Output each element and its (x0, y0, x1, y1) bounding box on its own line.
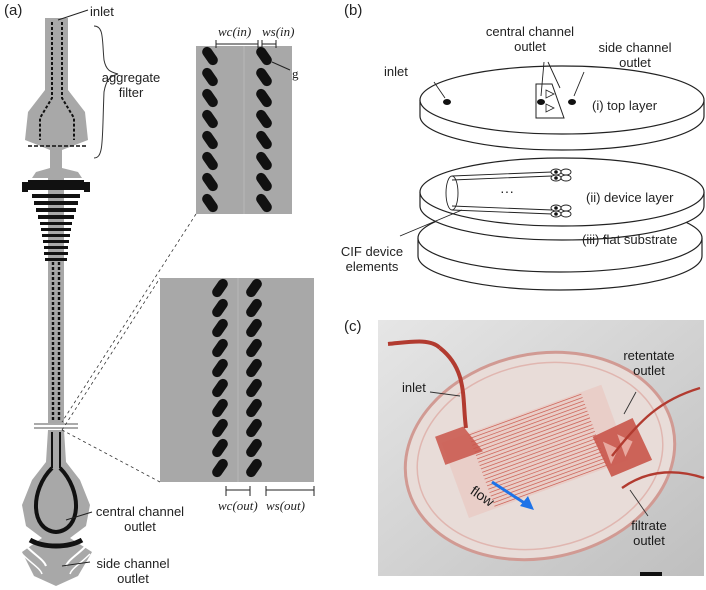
post (256, 109, 272, 129)
channel-line (481, 430, 596, 473)
central-channel-outlet-label: central channel outlet (95, 504, 185, 534)
c-inlet-label: inlet (402, 380, 426, 395)
post (202, 67, 218, 87)
panel-c-tag: (c) (344, 318, 362, 335)
post (246, 338, 262, 358)
retentate-outlet-label: retentate outlet (623, 348, 675, 378)
dots-label: ··· (500, 183, 514, 199)
post (246, 378, 262, 398)
channel-line (485, 441, 599, 483)
post (246, 458, 262, 478)
channel-line (468, 393, 582, 436)
post (202, 151, 218, 171)
panel-b-tag: (b) (344, 2, 363, 19)
post (212, 458, 228, 478)
channel-line (488, 447, 602, 490)
post (246, 358, 262, 378)
channel-line (472, 403, 586, 446)
post (256, 46, 272, 66)
channel-line (486, 444, 600, 487)
post (202, 172, 218, 192)
post (256, 88, 272, 108)
post (212, 298, 228, 318)
channel-line (474, 410, 588, 453)
device-top (25, 18, 88, 178)
post (212, 378, 228, 398)
aggregate-filter-label: aggregate filter (101, 70, 161, 100)
channel-line (477, 417, 591, 460)
post (246, 298, 262, 318)
post (256, 67, 272, 87)
device-outlet (21, 430, 92, 586)
b-side-outlet-label: side channel outlet (598, 40, 672, 70)
post (212, 438, 228, 458)
side-channel-outlet-label: side channel outlet (96, 556, 170, 586)
post (212, 338, 228, 358)
post (202, 109, 218, 129)
channel-line (469, 397, 583, 439)
post (212, 398, 228, 418)
post (202, 88, 218, 108)
top-layer-label: (i) top layer (592, 98, 658, 113)
post (256, 172, 272, 192)
channel-line (490, 454, 604, 497)
inlet-label: inlet (90, 4, 114, 19)
post (246, 438, 262, 458)
channel-line (470, 400, 584, 443)
post (246, 398, 262, 418)
wc-out-label: wc(out) (218, 498, 258, 513)
post (202, 130, 218, 150)
post (256, 151, 272, 171)
post (212, 358, 228, 378)
top-inlet-hole (443, 99, 451, 105)
wc-in-label: wc(in) (218, 24, 252, 39)
channel-line (483, 434, 597, 477)
post (212, 418, 228, 438)
zoom-outlet (160, 278, 315, 496)
post (212, 318, 228, 338)
channel-line (484, 437, 598, 480)
device-layer-label: (ii) device layer (586, 190, 674, 205)
device-channels (445, 171, 553, 215)
post (256, 130, 272, 150)
channel-line (478, 420, 592, 463)
post (246, 318, 262, 338)
flat-substrate-label: (iii) flat substrate (582, 232, 678, 247)
gap-label: g (292, 66, 299, 81)
b-inlet-label: inlet (384, 64, 408, 79)
ws-out-label: ws(out) (266, 498, 305, 513)
post (246, 418, 262, 438)
device-photo (378, 320, 705, 576)
zoom-inlet (196, 40, 292, 214)
post (212, 278, 228, 298)
post (202, 46, 218, 66)
panel-a-tag: (a) (4, 2, 23, 19)
channel-line (479, 424, 593, 466)
cif-elements-label: CIF device elements (340, 244, 404, 274)
b-central-outlet-label: central channel outlet (485, 24, 575, 54)
channel-line (473, 407, 587, 450)
ws-in-label: ws(in) (262, 24, 295, 39)
post (202, 193, 218, 213)
channel-line (494, 464, 608, 507)
channel-line (475, 414, 589, 456)
channel-line (489, 451, 603, 494)
post (246, 278, 262, 298)
post (256, 193, 272, 213)
device-channel (22, 178, 90, 429)
filtrate-outlet-label: filtrate outlet (631, 518, 667, 548)
channel-line (480, 427, 594, 470)
